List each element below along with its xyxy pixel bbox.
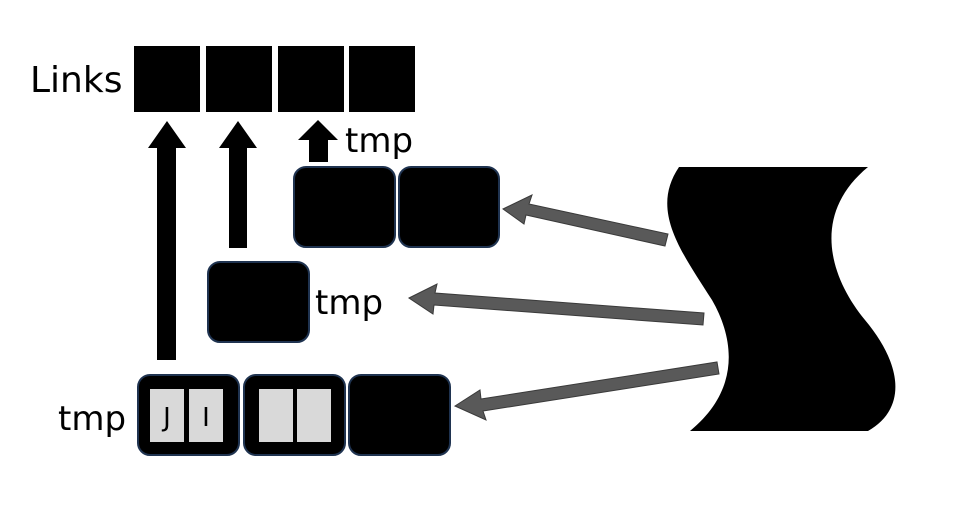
tmp-top-block-2 (398, 166, 500, 248)
cell-j-label: J (161, 403, 171, 433)
links-array: Links (30, 46, 415, 112)
json-shape (667, 167, 896, 431)
json-arrow-to-top (502, 194, 669, 247)
tmp-label-top: tmp (345, 121, 413, 161)
tmp-group-middle: tmp (207, 261, 383, 343)
tmp-bottom-block-3 (348, 374, 451, 456)
links-cell-1 (134, 46, 200, 112)
links-cell-2 (206, 46, 272, 112)
tmp-bottom-cell-3 (259, 389, 293, 442)
up-arrow-short (298, 120, 338, 162)
cell-i-label: I (202, 403, 210, 433)
tmp-label-middle: tmp (315, 283, 383, 323)
json-arrows (408, 194, 720, 421)
json-source: JSON (667, 167, 896, 431)
tmp-bottom-cell-i (189, 389, 223, 442)
links-cell-4 (349, 46, 415, 112)
json-label: JSON (718, 264, 820, 310)
json-arrow-to-bottom (453, 361, 720, 421)
links-cell-3 (278, 46, 344, 112)
tmp-label-bottom: tmp (58, 399, 126, 439)
up-arrow-long (148, 121, 186, 360)
tmp-bottom-cell-4 (297, 389, 331, 442)
up-arrows (148, 120, 338, 360)
links-label: Links (30, 60, 122, 101)
tmp-middle-block (207, 261, 310, 343)
tmp-bottom-cell-j (150, 389, 184, 442)
tmp-top-block-1 (293, 166, 396, 248)
json-arrow-to-middle (408, 283, 705, 326)
tmp-group-bottom: tmp J I (58, 374, 451, 456)
tmp-group-top: tmp (293, 121, 500, 248)
up-arrow-medium (219, 121, 257, 248)
